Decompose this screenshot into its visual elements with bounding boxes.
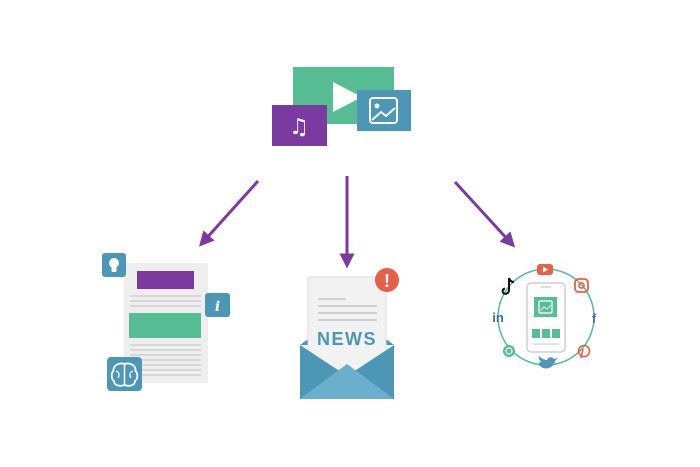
music-note-icon: ♫: [272, 105, 327, 146]
image-icon: [357, 90, 411, 131]
twitter-icon: [538, 356, 558, 369]
arrow-left: [198, 179, 260, 247]
linkedin-glyph: in: [492, 310, 504, 325]
lightbulb-icon: [102, 253, 126, 277]
envelope-icon: NEWS: [300, 276, 394, 399]
tiktok-icon: [501, 277, 515, 295]
facebook-glyph: f: [592, 311, 597, 326]
instagram-icon: [574, 278, 589, 293]
youtube-icon: [537, 264, 553, 275]
newsletter-target: NEWS !: [300, 268, 399, 399]
smartphone-icon: [526, 282, 566, 353]
linkedin-icon: in: [492, 310, 504, 325]
news-label: NEWS: [317, 329, 377, 349]
whatsapp-icon: [503, 345, 515, 357]
music-note-glyph: ♫: [289, 115, 309, 140]
media-source-cluster: ♫: [272, 67, 411, 146]
pinterest-icon: [577, 344, 591, 359]
arrow-right: [453, 180, 516, 248]
arrows: [198, 176, 516, 269]
social-target: f in: [492, 264, 597, 369]
info-icon: i: [205, 293, 230, 317]
facebook-icon: f: [592, 311, 597, 326]
brain-icon: [107, 357, 142, 391]
alert-badge: !: [375, 268, 399, 292]
document-target: i: [102, 253, 230, 391]
info-glyph: i: [215, 299, 220, 315]
alert-glyph: !: [384, 271, 390, 291]
